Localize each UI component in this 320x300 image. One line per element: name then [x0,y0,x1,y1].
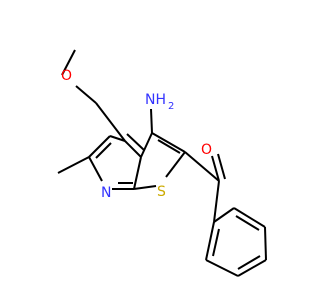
structure-drawing: NH 2 O N S O [57,49,267,277]
bond-c3-n [150,108,153,134]
methoxy-oxygen-label: O [61,68,72,84]
bonds [57,49,267,277]
ring-nitrogen-label: N [101,185,111,201]
amino-nitrogen-label: NH [145,92,166,108]
bond-ph-5 [205,259,239,277]
bond-ph-6 [205,221,215,261]
bond-o-methyl [61,49,76,76]
bond-ph-4-inner [237,255,261,270]
bond-c5-c4 [109,135,126,142]
bond-c3a-c7a [133,156,142,190]
bond-ph-4 [237,259,267,277]
bond-s-c7a [133,185,157,190]
amino-hydrogen-count-label: 2 [168,101,174,112]
bond-c4-c3a-inner [126,133,145,151]
bond-c3-c2-inner [157,139,181,154]
bond-methyl [57,156,90,174]
molecule-diagram: NH 2 O N S O [57,49,267,277]
bond-c4-ch2 [95,102,126,142]
bond-carbonyl-o-inner [217,153,226,180]
bond-ph-2 [233,207,266,228]
carbonyl-oxygen-label: O [201,142,212,158]
ring-sulfur-label: S [157,184,166,200]
bond-ph-1 [213,207,235,223]
bond-c2-s [165,151,186,178]
bond-c3a-c3 [140,132,153,158]
bond-c3-c2 [151,132,186,153]
bond-c6-c5 [88,135,111,158]
bond-ch2-o [75,85,97,104]
atom-labels: NH 2 O N S O [61,68,212,201]
bond-c6-c5-inner [95,142,112,159]
bond-c4-c3a [124,140,142,158]
bond-ph-6-inner [212,228,220,257]
bond-ph-2-inner [235,215,260,231]
bond-carbonyl-o [211,155,220,182]
bond-c2-carbonyl [184,151,220,182]
bond-ph-3 [264,226,267,261]
bond-carbonyl-phenyl [213,180,220,223]
bond-c6-n7 [88,156,103,182]
